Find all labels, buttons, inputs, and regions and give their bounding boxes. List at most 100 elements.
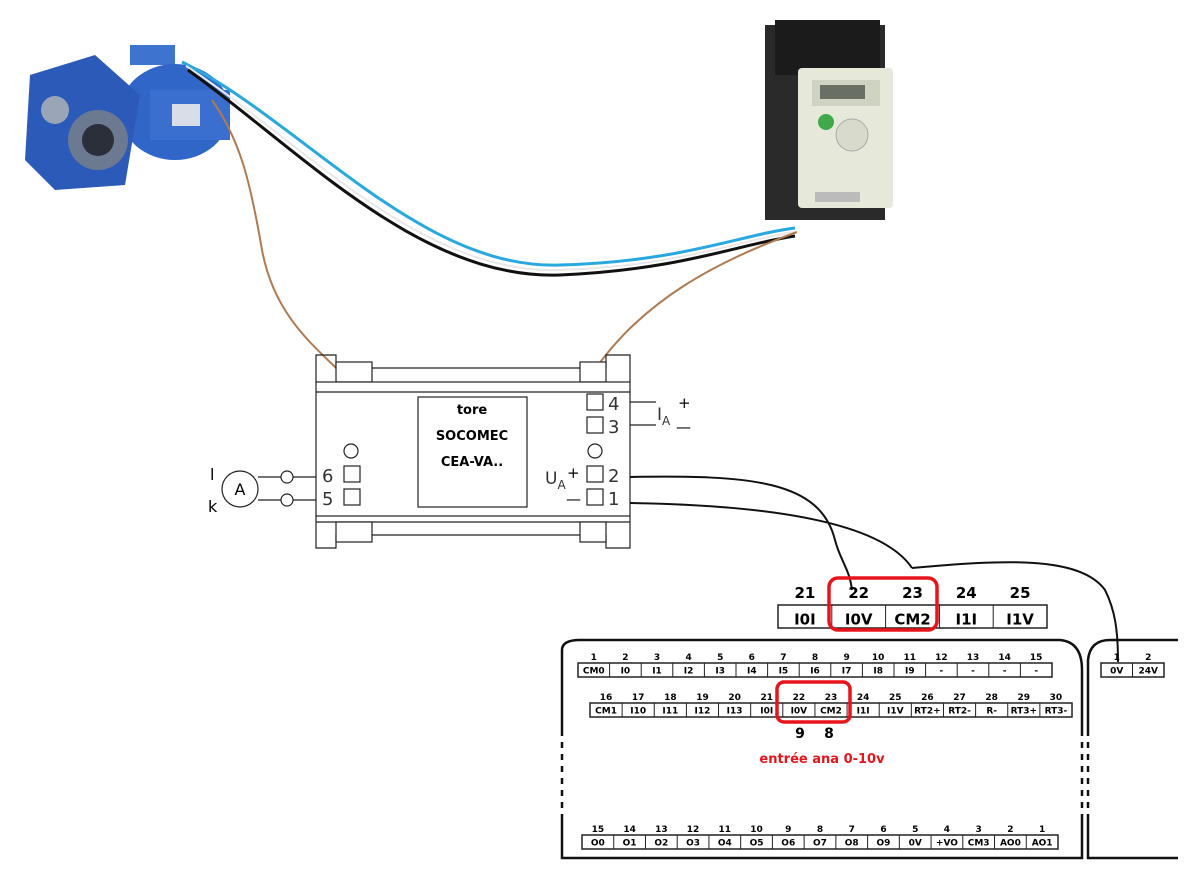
plc-power-terminal-number: 1 bbox=[1114, 653, 1120, 663]
analog-input-highlight bbox=[775, 680, 852, 724]
voltage-plus: + bbox=[567, 464, 580, 482]
zoom-strip-terminal-label: I0V bbox=[845, 611, 873, 629]
plc-row1-terminal-number: 15 bbox=[1030, 653, 1043, 663]
wire-brown-drive bbox=[589, 231, 798, 378]
analog-input-annotation: entrée ana 0-10v bbox=[759, 752, 885, 767]
plc-row3-terminal-number: 5 bbox=[912, 825, 918, 835]
wire-blue bbox=[181, 60, 796, 267]
plc-row2-terminal-number: 30 bbox=[1050, 693, 1063, 703]
plc-row2-terminal-number: 27 bbox=[953, 693, 966, 703]
module-title-line-3: CEA-VA.. bbox=[441, 455, 503, 470]
plc-row1-terminal-number: 10 bbox=[872, 653, 885, 663]
plc-row3-terminal-number: 9 bbox=[785, 825, 791, 835]
plc-row1-strip bbox=[577, 662, 1053, 678]
terminal-6-label: 6 bbox=[322, 466, 333, 487]
zoom-strip-terminal-label: CM2 bbox=[894, 611, 930, 629]
wire-white bbox=[185, 65, 796, 272]
plc-row1-terminal-number: 7 bbox=[780, 653, 786, 663]
wire-number-9: 9 bbox=[795, 726, 805, 742]
plc-row1-terminal-number: 12 bbox=[935, 653, 948, 663]
plc-row3-terminal-number: 3 bbox=[976, 825, 982, 835]
plc-row2-terminal-label: I1I bbox=[857, 707, 870, 717]
plc-row2-terminal-number: 23 bbox=[825, 693, 838, 703]
plc-row3-terminal-number: 1 bbox=[1039, 825, 1045, 835]
plc-row3-terminal-label: CM3 bbox=[968, 839, 990, 849]
plc-row1-terminal-number: 8 bbox=[812, 653, 818, 663]
zoom-strip-terminal-number: 24 bbox=[956, 584, 977, 602]
plc-row1-terminal-label: - bbox=[1003, 667, 1007, 677]
terminal-4-label: 4 bbox=[608, 394, 619, 415]
plc-row1-terminal-label: I2 bbox=[684, 667, 694, 677]
plc-row1-terminal-number: 6 bbox=[749, 653, 755, 663]
plc-row2-terminal-label: I12 bbox=[695, 707, 711, 717]
plc-row3-terminal-number: 6 bbox=[880, 825, 886, 835]
plc-row3-terminal-number: 10 bbox=[750, 825, 763, 835]
plc-row2-terminal-number: 29 bbox=[1018, 693, 1031, 703]
plc-row1-terminal-label: I9 bbox=[905, 667, 915, 677]
plc-row3-terminal-number: 14 bbox=[623, 825, 636, 835]
plc-row3-terminal-number: 4 bbox=[944, 825, 950, 835]
plc-row2-terminal-label: CM2 bbox=[820, 707, 842, 717]
plc-row1-terminal-number: 5 bbox=[717, 653, 723, 663]
plc-row1-terminal-label: CM0 bbox=[583, 667, 605, 677]
plc-row2-terminal-label: CM1 bbox=[595, 707, 617, 717]
plc-row2-terminal-number: 25 bbox=[889, 693, 902, 703]
plc-row2-terminal-label: RT3+ bbox=[1011, 707, 1037, 717]
zoom-strip-strip bbox=[777, 604, 1048, 629]
current-plus: + bbox=[678, 394, 691, 412]
plc-power-terminal-label: 0V bbox=[1110, 667, 1123, 677]
plc-row2-terminal-number: 24 bbox=[857, 693, 870, 703]
plc-row2-strip bbox=[589, 702, 1073, 718]
wire-0v bbox=[911, 561, 1119, 663]
plc-row2-terminal-label: I1V bbox=[887, 707, 904, 717]
voltage-output-label: UA bbox=[545, 469, 566, 492]
terminal-1-label: 1 bbox=[608, 489, 619, 510]
zoom-strip-terminal-label: I1I bbox=[955, 611, 977, 629]
plc-row3-terminal-label: O1 bbox=[623, 839, 637, 849]
plc-row1-terminal-label: I6 bbox=[810, 667, 820, 677]
wire-number-8: 8 bbox=[824, 726, 834, 742]
plc-row1-terminal-label: I4 bbox=[747, 667, 757, 677]
plc-row2-terminal-label: RT2- bbox=[948, 707, 971, 717]
plc-row1-terminal-number: 2 bbox=[622, 653, 628, 663]
plc-row3-terminal-label: AO1 bbox=[1032, 839, 1053, 849]
terminal-2-label: 2 bbox=[608, 466, 619, 487]
plc-row2-terminal-label: RT3- bbox=[1045, 707, 1068, 717]
plc-row1-terminal-label: I7 bbox=[842, 667, 852, 677]
plc-row1-terminal-label: - bbox=[940, 667, 944, 677]
plc-row3-terminal-label: AO0 bbox=[1000, 839, 1021, 849]
plc-row2-terminal-number: 28 bbox=[985, 693, 998, 703]
plc-row3-terminal-label: +VO bbox=[936, 839, 958, 849]
plc-row3-terminal-label: O4 bbox=[718, 839, 732, 849]
plc-row3-terminal-label: O0 bbox=[591, 839, 605, 849]
plc-outline bbox=[560, 638, 1178, 860]
zoom-strip-terminal-number: 23 bbox=[902, 584, 923, 602]
plc-power-terminal-number: 2 bbox=[1145, 653, 1151, 663]
plc-row3-terminal-number: 2 bbox=[1007, 825, 1013, 835]
current-transducer-module bbox=[221, 354, 656, 549]
plc-row2-terminal-number: 18 bbox=[664, 693, 677, 703]
plc-row2-terminal-label: I10 bbox=[630, 707, 646, 717]
plc-row1-terminal-number: 3 bbox=[654, 653, 660, 663]
plc-row2-terminal-label: RT2+ bbox=[914, 707, 940, 717]
ammeter-label-l: l bbox=[210, 465, 214, 484]
plc-row2-terminal-label: I11 bbox=[662, 707, 678, 717]
plc-row3-terminal-number: 15 bbox=[592, 825, 605, 835]
zoom-strip-highlight bbox=[827, 576, 939, 632]
plc-row2-terminal-number: 26 bbox=[921, 693, 934, 703]
plc-row3-terminal-number: 7 bbox=[849, 825, 855, 835]
plc-row1-terminal-label: - bbox=[971, 667, 975, 677]
plc-row2-terminal-number: 16 bbox=[600, 693, 613, 703]
plc-row1-terminal-label: I0 bbox=[621, 667, 631, 677]
plc-row3-strip bbox=[581, 834, 1059, 850]
plc-row1-terminal-label: I3 bbox=[715, 667, 725, 677]
current-output-label: IA bbox=[657, 405, 671, 428]
plc-row3-terminal-label: O7 bbox=[813, 839, 827, 849]
plc-row3-terminal-number: 11 bbox=[719, 825, 732, 835]
plc-row1-terminal-label: - bbox=[1034, 667, 1038, 677]
zoom-strip-terminal-label: I1V bbox=[1006, 611, 1034, 629]
zoom-strip-terminal-number: 21 bbox=[794, 584, 815, 602]
terminal-3-label: 3 bbox=[608, 417, 619, 438]
